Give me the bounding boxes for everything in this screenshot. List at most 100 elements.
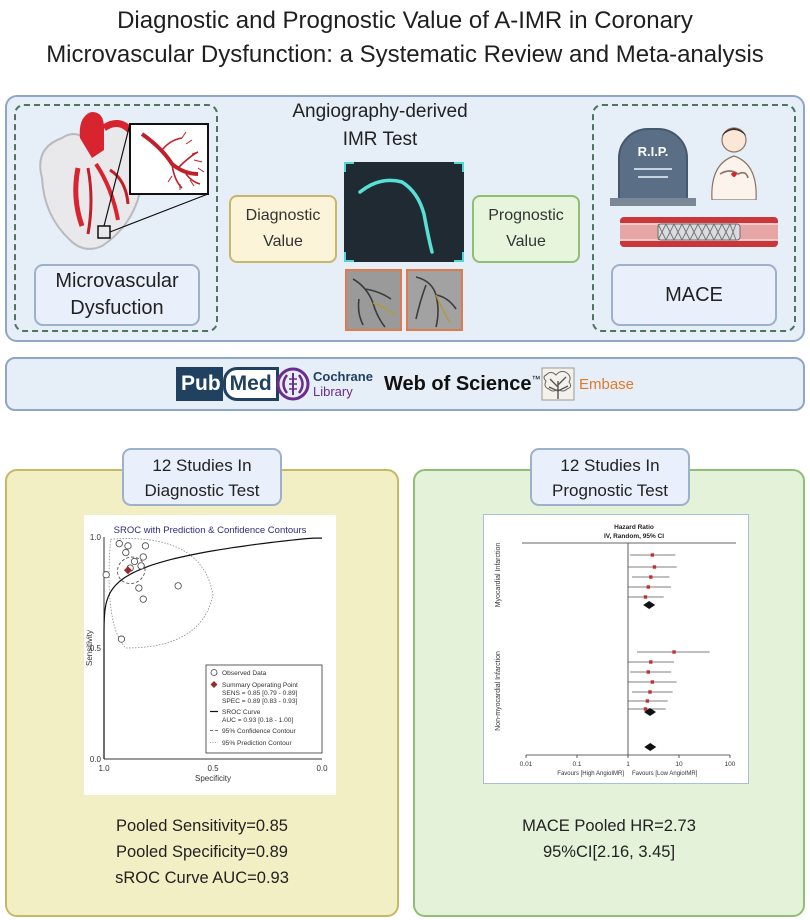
- forest-study-estimate: [649, 660, 653, 664]
- forest-x-tick-label: 1: [626, 761, 630, 768]
- sroc-observed-point: [130, 557, 139, 566]
- pubmed-logo: Pub Med: [176, 367, 279, 401]
- diagnostic-value-line-2: Value: [263, 233, 303, 250]
- pubmed-logo-med: Med: [222, 367, 279, 401]
- pooled-specificity: Pooled Specificity=0.89: [116, 843, 288, 861]
- sroc-observed-point: [115, 540, 123, 548]
- diagnostic-studies-label: 12 Studies In Diagnostic Test: [122, 448, 282, 506]
- sroc-auc: sROC Curve AUC=0.93: [115, 869, 289, 887]
- forest-study-estimate: [643, 707, 648, 711]
- sroc-legend-entry: AUC = 0.93 [0.18 - 1.00]: [222, 717, 293, 724]
- page-title: Diagnostic and Prognostic Value of A-IMR…: [0, 4, 810, 72]
- imr-monitor-screen: [344, 162, 464, 262]
- embase-text: Embase: [579, 375, 635, 393]
- microvascular-label-line-2: Dysfuction: [70, 297, 164, 319]
- tombstone-illustration: R.I.P.: [618, 128, 688, 200]
- sroc-prediction-contour: [108, 538, 214, 649]
- forest-favours-right: Favours [Low AngioIMR]: [632, 771, 698, 777]
- stent-vessel-illustration: [620, 217, 778, 247]
- forest-header-1: Hazard Ratio: [614, 524, 654, 531]
- sroc-confidence-contour: [117, 556, 146, 584]
- heart-illustration: [39, 111, 209, 250]
- sroc-observed-point: [117, 635, 126, 643]
- mace-label-text: MACE: [665, 283, 723, 306]
- sroc-x-axis-label: Specificity: [195, 774, 231, 783]
- sroc-chart: SROC with Prediction & Confidence Contou…: [85, 525, 328, 783]
- legend-summary-symbol: [210, 681, 218, 688]
- forest-study-estimate: [672, 650, 676, 654]
- sroc-legend-entry: SPEC = 0.89 [0.83 - 0.93]: [222, 698, 297, 705]
- diagnostic-label-line-1: 12 Studies In: [152, 456, 252, 475]
- microvascular-dashed-frame: [14, 104, 218, 332]
- database-bar: [5, 357, 805, 411]
- center-title-line-1: Angiography-derived: [292, 101, 468, 122]
- mace-dashed-frame: [592, 104, 796, 332]
- forest-x-tick-label: 0.01: [520, 761, 533, 768]
- microvascular-label-line-1: Microvascular: [55, 270, 179, 292]
- cochrane-icon: [276, 367, 310, 401]
- forest-x-tick-label: 0.1: [572, 761, 581, 768]
- forest-group-1-pooled: [643, 601, 656, 609]
- angiography-imr-title: Angiography-derived IMR Test: [275, 98, 485, 154]
- forest-study-estimate: [650, 680, 655, 684]
- mace-pooled-hr: MACE Pooled HR=2.73: [522, 817, 696, 835]
- sroc-legend-entry: Summary Operating Point: [222, 682, 298, 689]
- mace-confidence-interval: 95%CI[2.16, 3.45]: [542, 843, 676, 861]
- sroc-observed-point: [174, 582, 182, 590]
- prognostic-label-line-2: Prognostic Test: [552, 481, 668, 500]
- embase-tree-icon: [541, 367, 575, 401]
- forest-study-estimate: [646, 670, 650, 674]
- title-line-1: Diagnostic and Prognostic Value of A-IMR…: [117, 7, 693, 34]
- sroc-y-tick-label: 0.5: [90, 644, 102, 653]
- forest-group-2-pooled: [643, 708, 656, 716]
- mace-label: MACE: [611, 264, 777, 326]
- forest-study-estimate: [648, 690, 652, 694]
- wos-text: Web of Science: [384, 372, 532, 395]
- tombstone-line-2: [638, 176, 668, 178]
- sroc-y-tick-label: 0.0: [90, 755, 102, 764]
- sroc-legend-entry: SROC Curve: [222, 709, 261, 716]
- sroc-observed-point: [137, 562, 145, 570]
- prognostic-value-line-2: Value: [506, 233, 546, 250]
- title-line-2: Microvascular Dysfunction: a Systematic …: [46, 41, 764, 68]
- forest-study-estimate: [643, 595, 648, 599]
- prognostic-value-line-1: Prognostic: [488, 207, 564, 224]
- sroc-y-tick-label: 1.0: [90, 533, 102, 542]
- forest-study-estimate: [646, 585, 650, 589]
- forest-study-estimate: [650, 553, 655, 557]
- tombstone-line-1: [634, 168, 672, 170]
- microvascular-dysfunction-label: Microvascular Dysfuction: [34, 264, 200, 326]
- forest-x-tick-label: 100: [725, 761, 736, 768]
- forest-group-2-label: Non-myocardial Infarction: [495, 651, 502, 731]
- angiogram-right: [406, 269, 463, 331]
- forest-overall-pooled: [644, 743, 657, 751]
- sroc-legend-entry: 95% Confidence Contour: [222, 728, 296, 735]
- sroc-chart-frame: SROC with Prediction & Confidence Contou…: [84, 515, 336, 795]
- sroc-legend-entry: 95% Prediction Contour: [222, 740, 292, 747]
- forest-group-1-label: Myocardial Infarction: [495, 543, 502, 608]
- sroc-chart-title: SROC with Prediction & Confidence Contou…: [114, 525, 307, 536]
- forest-study-estimate: [649, 575, 653, 579]
- sroc-x-tick-label: 0.0: [316, 764, 328, 773]
- sroc-curve: [103, 537, 322, 759]
- tombstone-base: [610, 198, 696, 206]
- prognostic-stats: MACE Pooled HR=2.73 95%CI[2.16, 3.45]: [413, 813, 805, 865]
- angiogram-left: [345, 269, 402, 331]
- diagnostic-label-line-2: Diagnostic Test: [144, 481, 260, 500]
- diagnostic-stats: Pooled Sensitivity=0.85 Pooled Specifici…: [5, 813, 399, 891]
- tombstone-text: R.I.P.: [637, 144, 669, 159]
- cochrane-line-1: Cochrane: [313, 369, 373, 384]
- center-title-line-2: IMR Test: [342, 129, 418, 150]
- sroc-legend-box: [205, 664, 323, 754]
- sroc-observed-point: [141, 542, 150, 550]
- sroc-summary-point: [123, 566, 132, 575]
- sroc-observed-point: [124, 542, 132, 550]
- pubmed-logo-pub: Pub: [176, 367, 223, 401]
- web-of-science-logo: Web of Science ™: [384, 369, 540, 399]
- forest-x-tick-label: 10: [675, 761, 683, 768]
- forest-study-estimate: [652, 565, 657, 569]
- sroc-observed-point: [122, 548, 130, 557]
- sroc-observed-point: [135, 584, 143, 592]
